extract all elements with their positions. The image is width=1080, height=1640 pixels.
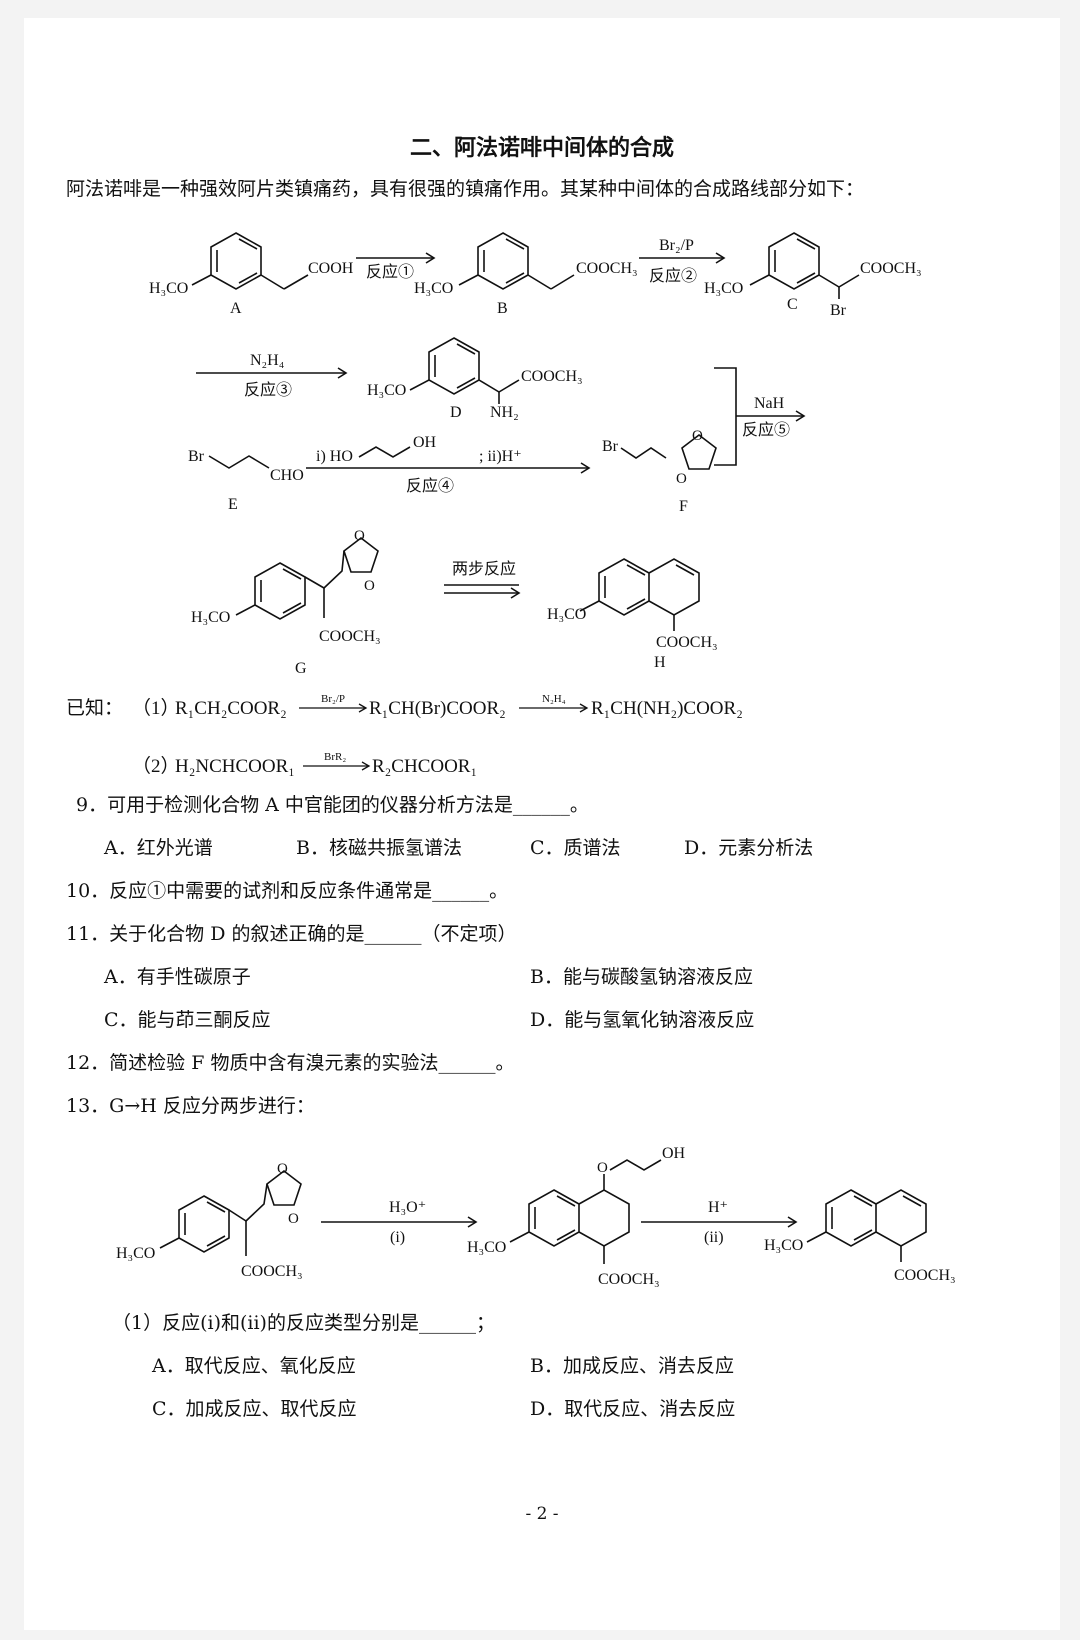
q13-g-oxygen-bottom: O <box>288 1211 299 1227</box>
d-methoxy-label: H₃CO <box>367 382 406 399</box>
d-amine-label: NH₂ <box>490 404 519 421</box>
g-oxygen-bottom: O <box>364 578 375 594</box>
intro-text: 阿法诺啡是一种强效阿片类镇痛药，具有很强的镇痛作用。其某种中间体的合成路线部分如… <box>66 178 865 200</box>
q13-option-a[interactable]: A．取代反应、氧化反应 <box>152 1355 356 1377</box>
two-step-label: 两步反应 <box>452 559 516 578</box>
known-1-num: （1） <box>132 697 180 719</box>
step-i-label: (i) <box>390 1229 405 1246</box>
known-2-reagent: BrR₂ <box>324 751 346 763</box>
reaction-4-oh: OH <box>413 434 437 451</box>
compound-g-structure <box>235 536 379 620</box>
reaction-3-reagent: N₂H₄ <box>250 352 285 369</box>
reaction-1-label: 反应① <box>366 262 414 281</box>
reaction-4-reagent-1: i) HO <box>316 448 353 465</box>
q11-option-a[interactable]: A．有手性碳原子 <box>104 966 251 988</box>
d-ester-label: COOCH₃ <box>521 368 583 385</box>
question-11: 11．关于化合物 D 的叙述正确的是______（不定项） <box>66 923 517 945</box>
q13-h-methoxy: H₃CO <box>764 1237 803 1254</box>
q13-g-ester: COOCH₃ <box>241 1263 303 1280</box>
q9-option-a[interactable]: A．红外光谱 <box>104 837 213 859</box>
h-compound-label: H <box>654 654 666 671</box>
section-title: 二、阿法诺啡中间体的合成 <box>409 135 674 161</box>
g-methoxy-label: H₃CO <box>191 609 230 626</box>
reaction-2-reagent: Br₂/P <box>659 237 694 254</box>
a-compound-label: A <box>230 300 242 317</box>
b-ester-label: COOCH₃ <box>576 260 638 277</box>
q13-mid-oxygen: O <box>597 1160 608 1176</box>
q9-option-b[interactable]: B．核磁共振氢谱法 <box>296 837 462 859</box>
e-compound-label: E <box>228 496 238 513</box>
f-bromo-label: Br <box>602 438 619 455</box>
step-ii-label: (ii) <box>704 1229 724 1246</box>
step-ii-reagent: H⁺ <box>708 1199 728 1216</box>
e-bromo-label: Br <box>188 448 205 465</box>
g-ester-label: COOCH₃ <box>319 628 381 645</box>
known-1-reactant: R₁CH₂COOR₂ <box>175 698 287 719</box>
question-10: 10．反应①中需要的试剂和反应条件通常是______。 <box>66 880 509 902</box>
h-ester-label: COOCH₃ <box>656 634 718 651</box>
reaction-2-label: 反应② <box>649 266 697 285</box>
g-compound-label: G <box>295 660 307 677</box>
g-oxygen-top: O <box>354 528 365 544</box>
q13-scheme: H₃CO COOCH₃ O O H₃O⁺ (i) H₃CO O OH COOCH… <box>116 1145 956 1288</box>
f-compound-label: F <box>679 498 688 515</box>
c-bromo-label: Br <box>830 302 847 319</box>
b-compound-label: B <box>497 300 508 317</box>
q13-h-ester: COOCH₃ <box>894 1267 956 1284</box>
d-compound-label: D <box>450 404 462 421</box>
known-1-intermediate: R₁CH(Br)COOR₂ <box>369 698 506 719</box>
reaction-5-reagent: NaH <box>754 395 785 412</box>
reaction-5-label: 反应⑤ <box>742 420 790 439</box>
compound-c-structure <box>749 232 860 299</box>
question-13: 13．G→H 反应分两步进行： <box>66 1095 315 1117</box>
q11-option-c[interactable]: C．能与茚三酮反应 <box>104 1009 271 1031</box>
q11-option-b[interactable]: B．能与碳酸氢钠溶液反应 <box>530 966 753 988</box>
q11-option-d[interactable]: D．能与氢氧化钠溶液反应 <box>530 1009 755 1031</box>
compound-h-structure <box>579 558 700 631</box>
f-oxygen-bottom: O <box>676 471 687 487</box>
q13-mid-oh: OH <box>662 1145 686 1162</box>
h-methoxy-label: H₃CO <box>547 606 586 623</box>
q13-g-methoxy: H₃CO <box>116 1245 155 1262</box>
reaction-3-label: 反应③ <box>244 380 292 399</box>
reaction-4-label: 反应④ <box>406 476 454 495</box>
b-methoxy-label: H₃CO <box>414 280 453 297</box>
question-13-1: （1）反应(i)和(ii)的反应类型分别是______； <box>112 1312 495 1334</box>
synthesis-scheme: H₃CO COOH A 反应① H₃CO COOCH₃ B Br₂/P 反应② … <box>149 232 922 677</box>
compound-d-structure <box>409 337 520 404</box>
q13-option-b[interactable]: B．加成反应、消去反应 <box>530 1355 734 1377</box>
reaction-4-reagent-2: ; ii)H⁺ <box>479 448 522 465</box>
c-ester-label: COOCH₃ <box>860 260 922 277</box>
known-reactions: 已知： （1） R₁CH₂COOR₂ Br₂/P R₁CH(Br)COOR₂ N… <box>66 693 743 777</box>
f-oxygen-top: O <box>692 428 703 444</box>
question-12: 12．简述检验 F 物质中含有溴元素的实验法______。 <box>66 1052 515 1074</box>
a-methoxy-label: H₃CO <box>149 280 188 297</box>
known-prefix: 已知： <box>66 697 123 719</box>
question-9: 9．可用于检测化合物 A 中官能团的仪器分析方法是______。 <box>76 794 589 816</box>
q13-mid-ester: COOCH₃ <box>598 1271 660 1288</box>
exam-page: 二、阿法诺啡中间体的合成 阿法诺啡是一种强效阿片类镇痛药，具有很强的镇痛作用。其… <box>24 18 1060 1630</box>
q9-option-c[interactable]: C．质谱法 <box>530 837 621 859</box>
c-methoxy-label: H₃CO <box>704 280 743 297</box>
q13-g-oxygen-top: O <box>277 1161 288 1177</box>
known-1-product: R₁CH(NH₂)COOR₂ <box>591 698 743 719</box>
known-1-reagent-1: Br₂/P <box>321 693 345 705</box>
known-2-reactant: H₂NCHCOOR₁ <box>175 756 295 777</box>
page-number: - 2 - <box>525 1504 559 1524</box>
step-i-reagent: H₃O⁺ <box>389 1199 426 1216</box>
e-aldehyde-label: CHO <box>270 467 304 484</box>
compound-b-structure <box>458 232 575 290</box>
compound-f-structure <box>620 433 717 470</box>
compound-a-structure <box>191 232 309 290</box>
q9-option-d[interactable]: D．元素分析法 <box>684 837 814 859</box>
q13-option-c[interactable]: C．加成反应、取代反应 <box>152 1398 357 1420</box>
c-compound-label: C <box>787 296 798 313</box>
known-1-reagent-2: N₂H₄ <box>542 693 566 705</box>
known-2-product: R₂CHCOOR₁ <box>372 756 477 777</box>
q13-option-d[interactable]: D．取代反应、消去反应 <box>530 1398 736 1420</box>
a-acid-label: COOH <box>308 260 354 277</box>
q13-mid-methoxy: H₃CO <box>467 1239 506 1256</box>
known-2-num: （2） <box>132 755 180 777</box>
